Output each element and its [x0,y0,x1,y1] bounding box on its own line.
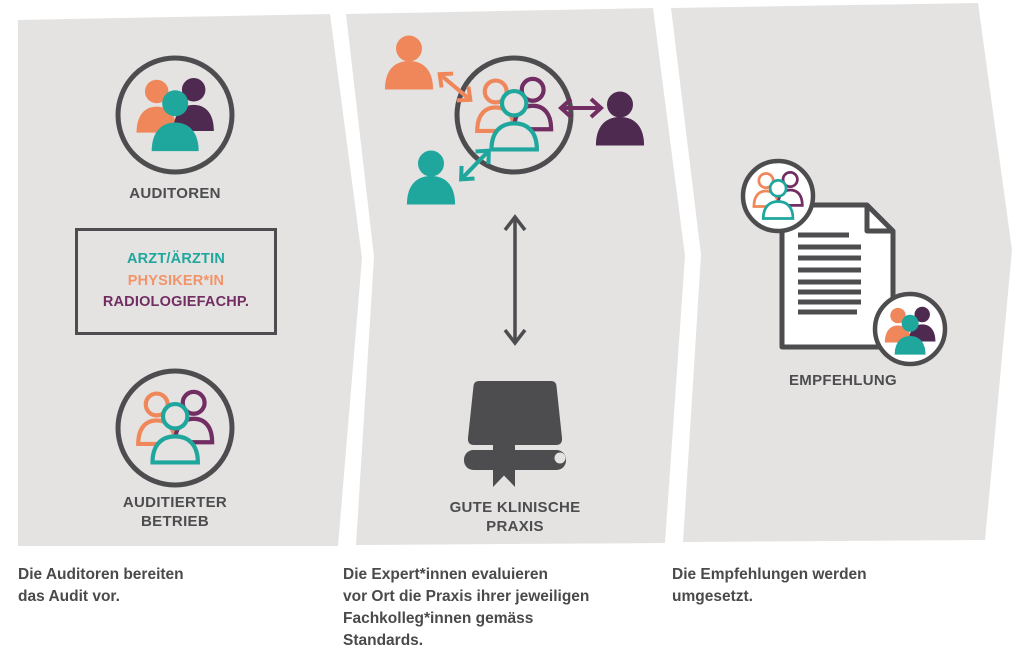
purple-double-headed-arrow-icon [558,97,604,119]
audited-company-circle-icon [115,368,235,488]
caption-2-line4: Standards. [343,632,424,649]
people-group-filled-icon [884,306,936,355]
orange-double-headed-arrow-icon [437,71,473,103]
role-physiker: PHYSIKER*IN [127,272,225,289]
people-group-filled-icon [136,78,214,152]
purple-expert-person-icon [595,91,645,146]
orange-expert-person-icon [384,35,434,90]
caption-step-3: Die Empfehlungen werden umgesetzt. [672,564,992,608]
gcp-label-line2: PRAXIS [486,518,544,535]
audited-company-label-line1: AUDITIERTER [122,494,228,511]
recommendation-label: EMPFEHLUNG [789,372,897,389]
caption-2-line3: Fachkolleg*innen gemäss [343,610,534,627]
roles-box: ARZT/ÄRZTIN PHYSIKER*IN RADIOLOGIEFACHP. [75,228,277,335]
caption-1-line2: das Audit vor. [18,588,120,605]
vertical-double-arrow-icon [503,214,527,346]
people-group-outline-icon [475,76,554,152]
gcp-label-line1: GUTE KLINISCHE [449,499,581,516]
caption-3-line1: Die Empfehlungen werden [672,566,867,583]
book-icon [464,381,566,487]
good-clinical-practice-label: GUTE KLINISCHE PRAXIS [415,498,615,536]
role-arzt: ARZT/ÄRZTIN [126,251,226,268]
caption-3-line2: umgesetzt. [672,588,753,605]
auditors-stamp-circle-icon [740,158,816,234]
caption-step-2: Die Expert*innen evaluieren vor Ort die … [343,564,663,652]
caption-2-line2: vor Ort die Praxis ihrer jeweiligen [343,588,590,605]
document-icon [779,202,896,350]
company-stamp-circle-icon [872,291,948,367]
auditors-label: AUDITOREN [129,185,221,202]
audited-company-label-line2: BETRIEB [141,513,209,530]
role-radiologie: RADIOLOGIEFACHP. [102,294,250,311]
document-text-lines [798,232,861,315]
people-group-outline-icon [136,389,215,465]
caption-2-line1: Die Expert*innen evaluieren [343,566,549,583]
people-group-outline-icon [752,170,804,220]
caption-1-line1: Die Auditoren bereiten [18,566,184,583]
auditors-circle-icon [115,55,235,175]
teal-double-headed-arrow-icon [459,148,491,182]
caption-step-1: Die Auditoren bereiten das Audit vor. [18,564,328,608]
audited-company-label: AUDITIERTER BETRIEB [75,493,275,531]
teal-expert-person-icon [406,150,456,205]
